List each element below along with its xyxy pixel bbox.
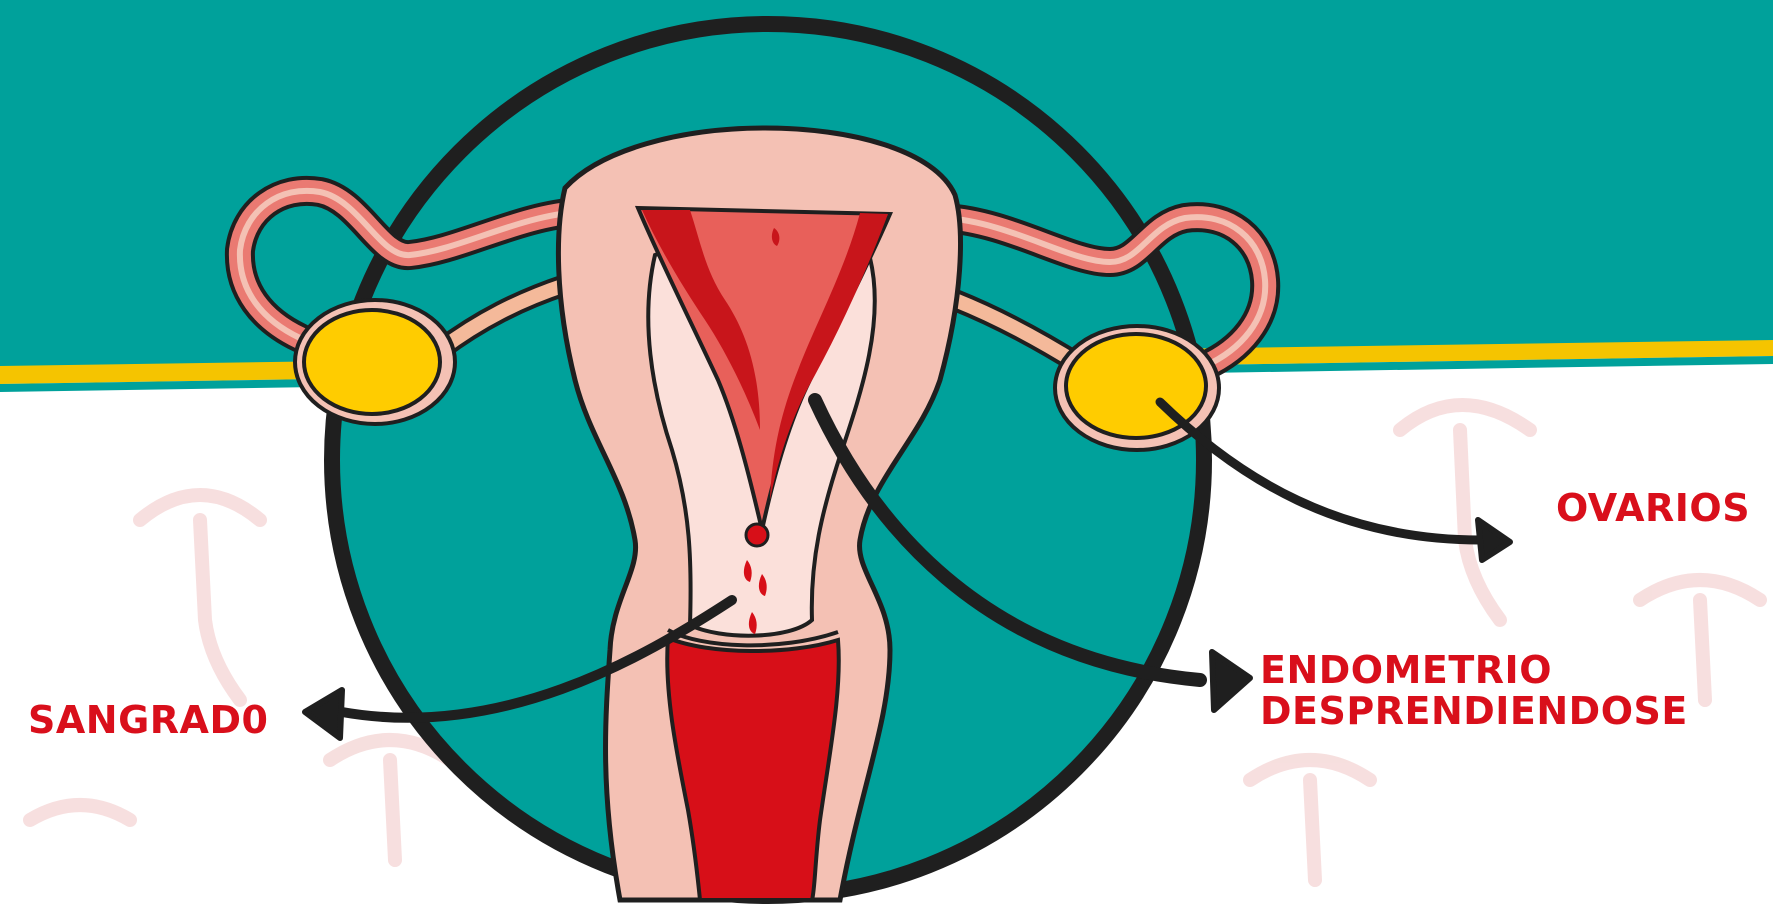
label-endometrio: ENDOMETRIO DESPRENDIENDOSE [1260,650,1688,732]
label-endometrio-line1: ENDOMETRIO [1260,650,1688,691]
label-sangrado: SANGRAD0 [28,698,268,742]
label-ovarios: OVARIOS [1556,486,1750,530]
label-endometrio-line2: DESPRENDIENDOSE [1260,691,1688,732]
ovary-left-icon [295,300,455,424]
blood-drop-icon [746,524,768,546]
